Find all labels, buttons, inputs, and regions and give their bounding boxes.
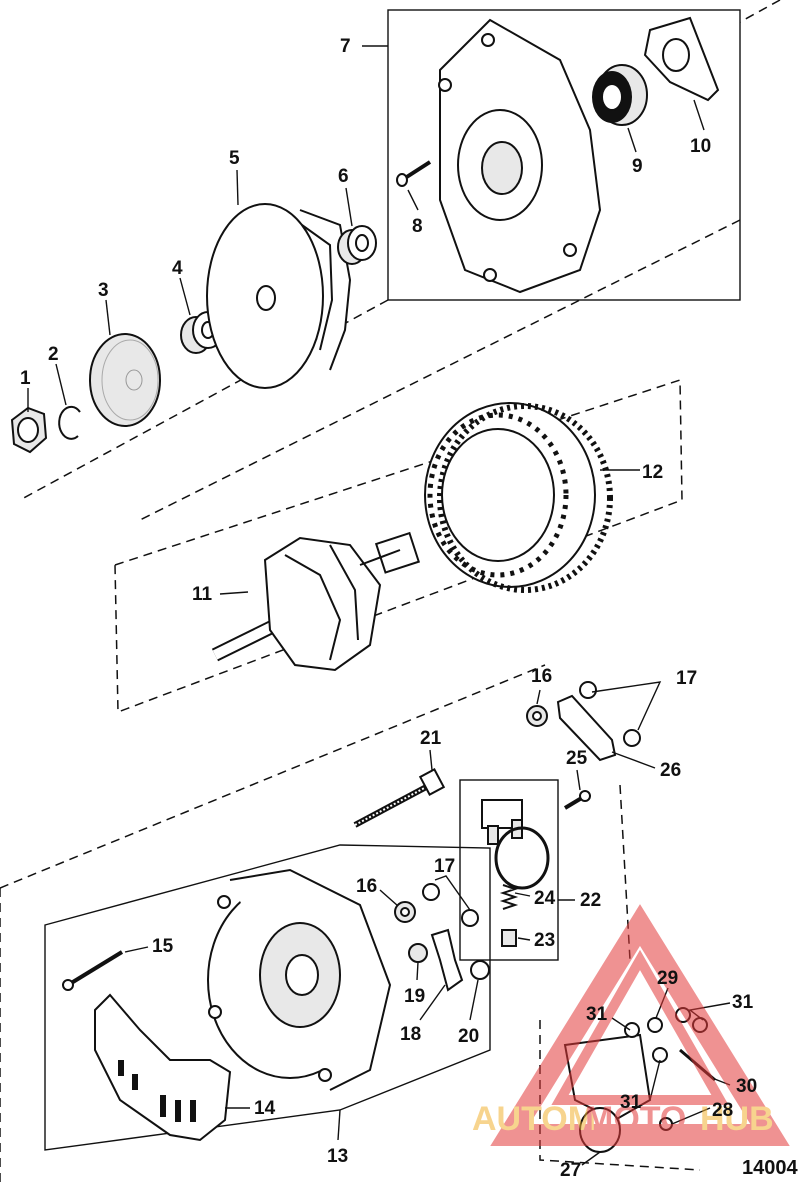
callout-28: 28 bbox=[712, 1100, 733, 1121]
callout-5: 5 bbox=[229, 148, 240, 169]
callout-29: 29 bbox=[657, 968, 678, 989]
callout-30: 30 bbox=[736, 1076, 757, 1097]
nut-17a bbox=[579, 681, 597, 699]
callout-31b: 31 bbox=[586, 1004, 608, 1025]
rectifier-shield-part bbox=[94, 993, 232, 1142]
slip-ring-end-box bbox=[44, 844, 491, 1151]
callout-6: 6 bbox=[338, 166, 349, 187]
callout-18: 18 bbox=[400, 1024, 421, 1045]
callout-13: 13 bbox=[327, 1146, 348, 1167]
brush-holder-box bbox=[459, 779, 559, 961]
callout-3: 3 bbox=[98, 280, 109, 301]
terminal-bracket-part bbox=[430, 928, 464, 992]
nut-17c bbox=[422, 883, 440, 901]
callout-11: 11 bbox=[192, 584, 213, 605]
nut-16-lower bbox=[394, 901, 416, 923]
callout-20: 20 bbox=[458, 1026, 479, 1047]
slip-ring-end-frame-part bbox=[207, 868, 392, 1091]
callout-15: 15 bbox=[152, 936, 174, 957]
nut-17d bbox=[461, 909, 479, 927]
nut-20-part bbox=[470, 960, 490, 980]
callout-31a: 31 bbox=[732, 992, 754, 1013]
callout-23: 23 bbox=[534, 930, 555, 951]
retainer-plate-part bbox=[643, 16, 720, 102]
brush-holder-part bbox=[481, 799, 550, 890]
connector-strap-part bbox=[556, 694, 617, 762]
watermark-triangle-icon bbox=[490, 904, 790, 1146]
callout-16b: 16 bbox=[356, 876, 377, 897]
nut-16-upper bbox=[526, 705, 548, 727]
bearing-part bbox=[592, 64, 648, 126]
callout-12: 12 bbox=[642, 462, 663, 483]
figure-number: 14004 bbox=[742, 1157, 798, 1179]
callout-4: 4 bbox=[172, 258, 183, 279]
watermark: AUTOM MOTO HUB bbox=[472, 904, 790, 1146]
callout-17a: 17 bbox=[676, 668, 697, 689]
brush-spring-part bbox=[499, 884, 519, 910]
callout-25: 25 bbox=[566, 748, 588, 769]
screw-part bbox=[396, 160, 432, 187]
callout-14: 14 bbox=[254, 1098, 276, 1119]
drive-end-housing-box bbox=[387, 9, 741, 301]
brush-part bbox=[501, 929, 517, 947]
drive-end-frame-part bbox=[438, 18, 602, 294]
nut-31d bbox=[652, 1047, 668, 1063]
watermark-text-left: AUTOM bbox=[472, 1100, 596, 1138]
rotor-part bbox=[211, 531, 421, 672]
through-bolt-part bbox=[353, 768, 446, 828]
callout-10: 10 bbox=[690, 136, 711, 157]
callout-8: 8 bbox=[412, 216, 423, 237]
stator-part bbox=[424, 402, 613, 593]
callout-24: 24 bbox=[534, 888, 556, 909]
callout-22: 22 bbox=[580, 890, 601, 911]
spacer-part bbox=[180, 311, 224, 354]
watermark-text-right: HUB bbox=[700, 1100, 774, 1138]
fan-part bbox=[206, 203, 352, 389]
callout-19: 19 bbox=[404, 986, 425, 1007]
nut-29 bbox=[647, 1017, 663, 1033]
nut-17b bbox=[623, 729, 641, 747]
nut-31a bbox=[624, 1022, 640, 1038]
callout-21: 21 bbox=[420, 728, 442, 749]
shield-screw-part bbox=[62, 950, 124, 991]
callout-17b: 17 bbox=[434, 856, 455, 877]
nut-part bbox=[10, 406, 48, 454]
terminal-19-part bbox=[408, 943, 428, 963]
brush-screw-part bbox=[563, 790, 591, 810]
callout-27: 27 bbox=[560, 1160, 581, 1181]
callout-9: 9 bbox=[632, 156, 643, 177]
callout-labels: 1 2 3 4 5 6 7 8 9 10 11 12 13 14 15 16 1… bbox=[20, 36, 757, 1181]
callout-26: 26 bbox=[660, 760, 681, 781]
lock-ring-part bbox=[58, 405, 81, 440]
callout-2: 2 bbox=[48, 344, 59, 365]
callout-7: 7 bbox=[340, 36, 351, 57]
callout-16a: 16 bbox=[531, 666, 552, 687]
watermark-text-mid: MOTO bbox=[585, 1100, 686, 1138]
inner-spacer-part bbox=[337, 225, 377, 265]
callout-1: 1 bbox=[20, 368, 31, 389]
callout-31c: 31 bbox=[620, 1092, 642, 1113]
pulley-part bbox=[89, 333, 161, 427]
